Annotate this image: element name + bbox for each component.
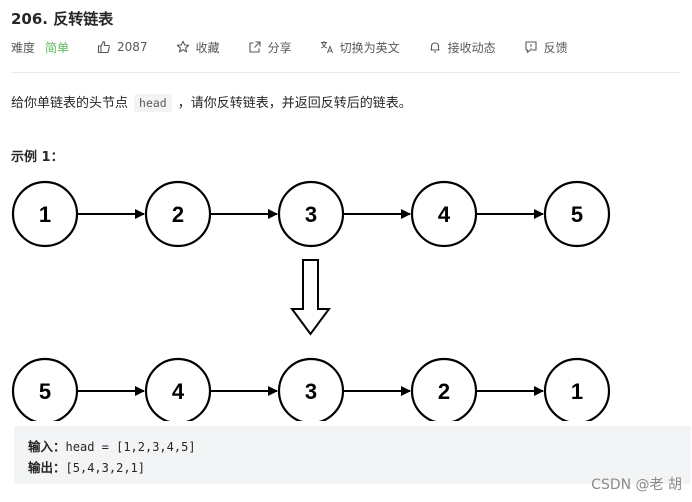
problem-title: 206. 反转链表 [11, 10, 114, 28]
divider [11, 72, 681, 73]
output-value: [5,4,3,2,1] [65, 461, 145, 475]
description-text-before: 给你单链表的头节点 [11, 96, 129, 111]
linked-list-diagram: 1 2 3 4 5 5 4 3 2 1 [11, 180, 611, 421]
list-node [277, 180, 345, 248]
feedback-icon [525, 41, 537, 54]
switch-language-label: 切换为英文 [339, 40, 400, 55]
output-list: 5 4 3 2 1 [11, 357, 611, 421]
difficulty-label: 难度 [11, 40, 36, 55]
list-node [410, 180, 478, 248]
input-label: 输入： [28, 439, 66, 454]
node-value: 2 [172, 202, 184, 227]
list-node [543, 180, 611, 248]
example-input-row: 输入：head = [1,2,3,4,5] [28, 436, 677, 457]
problem-description: 给你单链表的头节点 head ，请你反转链表，并返回反转后的链表。 [11, 92, 412, 112]
like-count: 2087 [117, 40, 148, 54]
switch-language-button[interactable]: 切换为英文 [320, 39, 400, 56]
node-value: 4 [438, 202, 451, 227]
input-list: 1 2 3 4 5 [11, 180, 611, 248]
input-value: head = [1,2,3,4,5] [65, 440, 196, 454]
list-node [277, 357, 345, 421]
list-node [11, 180, 79, 248]
star-icon [176, 40, 189, 53]
list-node [11, 357, 79, 421]
down-arrow-icon [290, 259, 331, 336]
inline-code-head: head [134, 94, 172, 112]
feedback-label: 反馈 [543, 40, 568, 55]
watermark: CSDN @老 胡 [591, 477, 682, 493]
problem-meta-bar: 难度 简单 2087 收藏 分享 切换为英文 接收动态 [11, 38, 596, 56]
feedback-button[interactable]: 反馈 [524, 39, 568, 56]
node-value: 1 [39, 202, 51, 227]
list-node [543, 357, 611, 421]
description-text-after: ，请你反转链表，并返回反转后的链表。 [177, 96, 412, 111]
node-value: 5 [39, 379, 51, 404]
example-output-row: 输出：[5,4,3,2,1] [28, 457, 677, 478]
notify-button[interactable]: 接收动态 [428, 39, 496, 56]
list-node [410, 357, 478, 421]
bell-icon [430, 42, 440, 53]
share-label: 分享 [267, 40, 292, 55]
thumbs-up-icon [97, 40, 110, 54]
notify-label: 接收动态 [447, 40, 496, 55]
favorite-button[interactable]: 收藏 [176, 39, 220, 56]
difficulty-badge: 简单 [45, 40, 70, 55]
node-value: 4 [172, 379, 185, 404]
list-node [144, 180, 212, 248]
list-node [144, 357, 212, 421]
node-value: 3 [305, 379, 317, 404]
node-value: 1 [571, 379, 583, 404]
output-label: 输出： [28, 460, 66, 475]
translate-icon [320, 41, 333, 54]
node-value: 5 [571, 202, 583, 227]
example-io-block: 输入：head = [1,2,3,4,5] 输出：[5,4,3,2,1] [14, 426, 691, 484]
like-button[interactable]: 2087 [97, 40, 148, 54]
share-button[interactable]: 分享 [248, 39, 292, 56]
share-icon [249, 41, 261, 53]
example-title: 示例 1： [11, 150, 64, 165]
favorite-label: 收藏 [195, 40, 220, 55]
node-value: 3 [305, 202, 317, 227]
node-value: 2 [438, 379, 450, 404]
